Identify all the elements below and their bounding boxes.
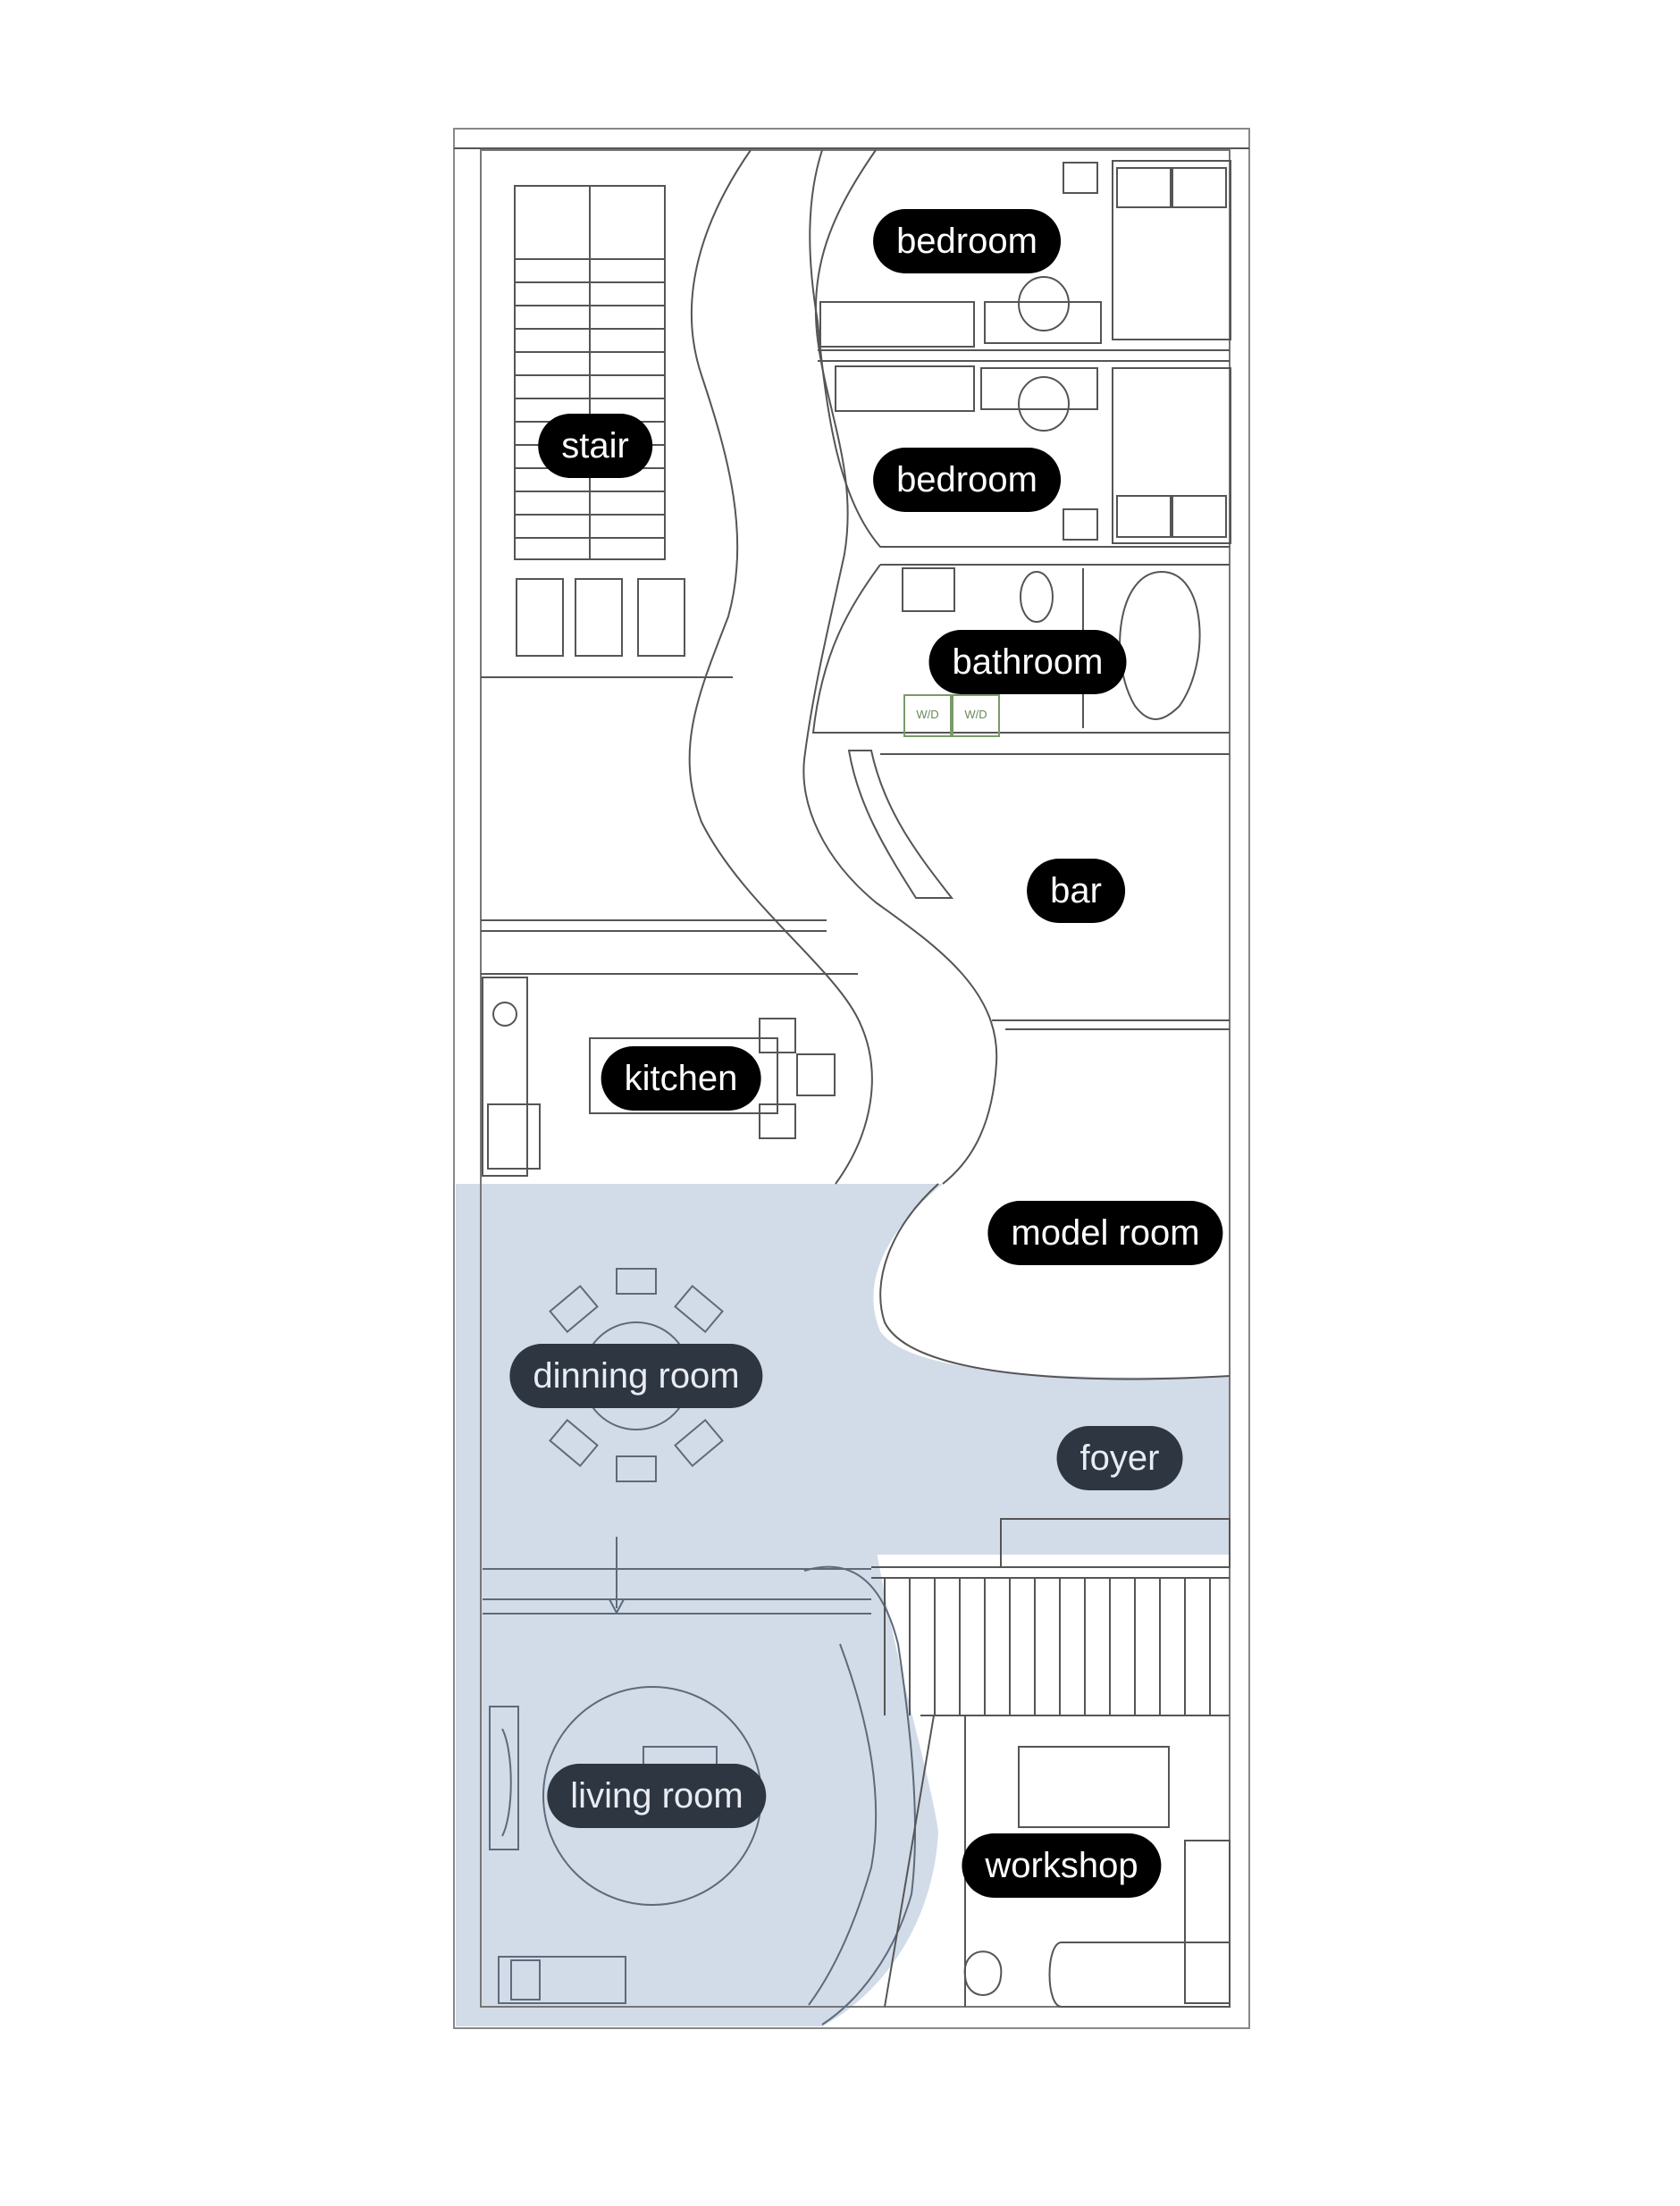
foyer-shoe-cabinet <box>871 1518 1231 1579</box>
workshop-stair <box>884 1578 1230 1716</box>
outer-wall <box>453 128 1250 2029</box>
room-label-bedroom-lower: bedroom <box>873 448 1061 512</box>
room-label-bathroom: bathroom <box>928 630 1127 694</box>
room-label-workshop: workshop <box>962 1833 1162 1898</box>
room-label-kitchen: kitchen <box>601 1046 761 1111</box>
room-label-model-room: model room <box>987 1201 1223 1265</box>
corridor-right-edge <box>802 149 998 1185</box>
room-label-living-room: living room <box>547 1764 767 1828</box>
room-label-foyer: foyer <box>1056 1426 1183 1490</box>
bar-counter <box>847 750 954 899</box>
highlight-zone <box>456 1184 1229 2026</box>
room-label-dinning-room: dinning room <box>509 1344 763 1408</box>
room-label-stair: stair <box>538 414 652 478</box>
stair-treads <box>514 185 685 657</box>
room-label-bedroom-upper: bedroom <box>873 209 1061 273</box>
bedroom-furniture <box>809 149 1231 548</box>
washer-dryer-label-2: W/D <box>964 708 987 721</box>
washer-dryer-label-1: W/D <box>916 708 938 721</box>
corridor-left-edge <box>688 149 873 1185</box>
model-room-wall <box>879 1183 1231 1380</box>
living-room-furniture <box>483 1565 917 2026</box>
inner-wall <box>480 149 1231 2008</box>
kitchen-furniture <box>482 977 836 1177</box>
bathroom-fixtures <box>811 564 1230 755</box>
room-label-bar: bar <box>1027 859 1125 923</box>
